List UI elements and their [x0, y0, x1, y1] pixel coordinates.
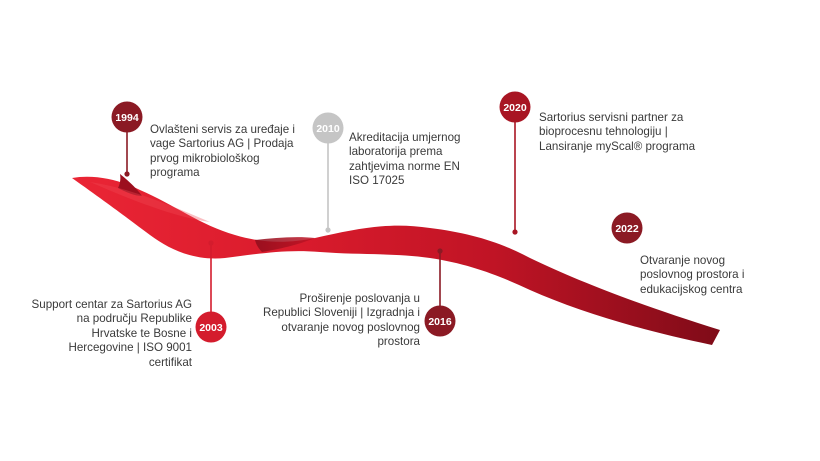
- milestone-text-2003: Support centar za Sartorius AG na područ…: [31, 298, 192, 369]
- milestone-text-2020: Sartorius servisni partner za bioprocesn…: [539, 111, 696, 153]
- milestone-2016: 2016: [424, 305, 456, 337]
- ribbon: [72, 174, 720, 345]
- year-label-2022: 2022: [615, 223, 639, 235]
- milestone-text-1994: Ovlašteni servis za uređaje i vage Sarto…: [150, 123, 295, 180]
- milestone-text-2022: Otvaranje novog poslovnog prostora i edu…: [640, 254, 745, 296]
- anchor-2020: [512, 229, 518, 235]
- ribbon-fold-left: [118, 174, 142, 196]
- year-label-2010: 2010: [316, 123, 340, 135]
- ribbon-shine: [90, 182, 210, 222]
- anchor-dots: [124, 171, 518, 254]
- milestone-2003: 2003: [195, 311, 227, 343]
- anchor-2003: [208, 240, 214, 246]
- year-badge-2020: [499, 91, 531, 123]
- milestone-1994: 1994: [111, 101, 143, 133]
- milestone-text-2010: Akreditacija umjernog laboratorija prema…: [349, 131, 461, 188]
- milestone-2020: 2020: [499, 91, 531, 123]
- connectors: [126, 121, 516, 313]
- ribbon-fold-mid: [255, 237, 315, 252]
- anchor-1994: [124, 171, 130, 177]
- year-badge-2022: [611, 212, 643, 244]
- milestone-2010: 2010: [312, 112, 344, 144]
- year-label-2016: 2016: [428, 316, 452, 328]
- milestone-text-2016: Proširenje poslovanja u Republici Sloven…: [262, 292, 420, 349]
- milestone-2022: 2022: [611, 212, 643, 244]
- year-label-1994: 1994: [115, 112, 139, 124]
- year-label-2003: 2003: [199, 322, 223, 334]
- year-label-2020: 2020: [503, 102, 527, 114]
- year-badge-2016: [424, 305, 456, 337]
- year-badge-1994: [111, 101, 143, 133]
- anchor-2016: [437, 248, 443, 254]
- year-badge-2003: [195, 311, 227, 343]
- year-badge-2010: [312, 112, 344, 144]
- anchor-2010: [325, 227, 331, 233]
